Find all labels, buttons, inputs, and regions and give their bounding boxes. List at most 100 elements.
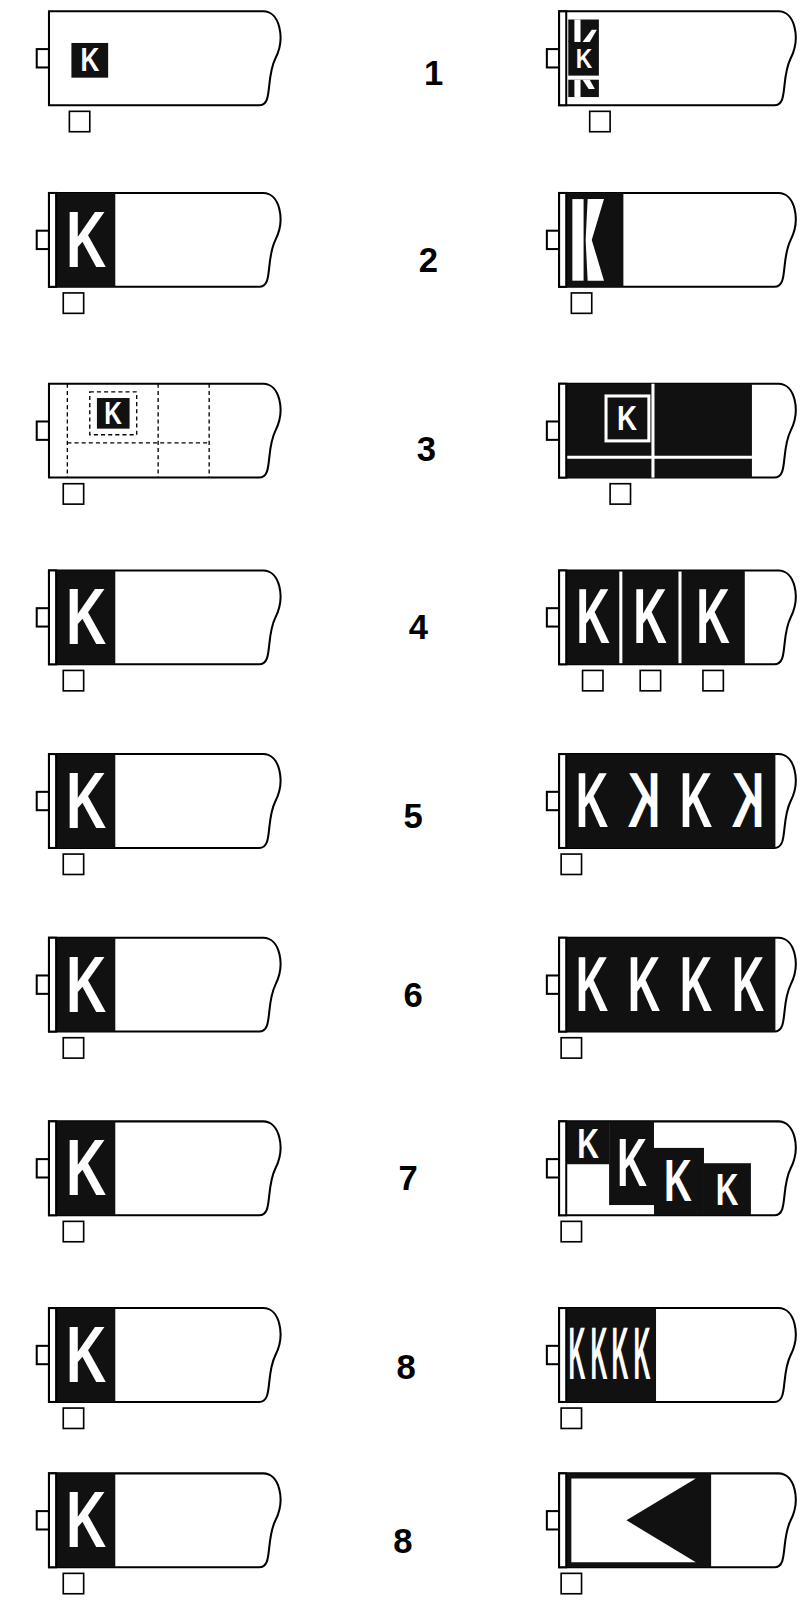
film-canister	[49, 193, 280, 287]
dark-band	[566, 384, 752, 478]
callout-number: 1	[424, 56, 443, 91]
dark-band	[704, 1163, 751, 1215]
letter-fragment	[574, 80, 580, 97]
film-lip	[559, 193, 566, 287]
check-box	[561, 1221, 581, 1241]
film-lip	[49, 570, 56, 664]
film-lip	[49, 754, 56, 848]
film-canister	[49, 1308, 280, 1402]
canister-knob	[37, 1159, 49, 1177]
dark-band	[654, 1148, 704, 1215]
film-canister	[559, 754, 796, 848]
film-letter: K	[66, 761, 106, 841]
film-lip	[49, 1121, 56, 1215]
check-box	[63, 1038, 83, 1058]
check-box	[703, 670, 723, 690]
canister-knob	[37, 231, 49, 249]
callout-number: 5	[404, 799, 423, 834]
film-letter: K	[633, 578, 667, 656]
film-canister	[49, 754, 280, 848]
check-box	[63, 293, 83, 313]
check-box	[63, 1573, 83, 1593]
dark-band	[568, 80, 599, 97]
film-canister	[49, 384, 280, 478]
film-letter: K	[590, 1318, 607, 1391]
white-frame	[606, 396, 649, 441]
check-box	[63, 1408, 83, 1428]
check-box	[561, 1408, 581, 1428]
canister-knob	[547, 1159, 559, 1177]
callout-number: 2	[419, 243, 438, 278]
check-box	[561, 1038, 581, 1058]
canister-knob	[547, 1511, 559, 1529]
film-letter: K	[66, 200, 106, 280]
white-rule	[566, 456, 752, 459]
canister-knob	[547, 975, 559, 993]
film-letter: K	[66, 1315, 106, 1395]
dark-band	[566, 938, 775, 1032]
film-letter: K	[665, 1152, 693, 1211]
check-box	[571, 293, 591, 313]
check-box	[63, 1221, 83, 1241]
film-lip	[49, 193, 56, 287]
dark-band	[97, 398, 130, 429]
dashed-guide	[90, 392, 137, 435]
film-letter: K	[680, 762, 712, 840]
film-lip	[49, 1473, 56, 1567]
dark-band	[568, 41, 599, 76]
film-canister	[559, 570, 796, 664]
film-canister	[559, 938, 796, 1032]
film-canister	[559, 11, 796, 105]
dark-band	[609, 1121, 654, 1205]
dark-band	[566, 193, 623, 287]
letter-fragment	[583, 30, 597, 42]
film-letter: K	[66, 945, 106, 1025]
film-letter: K	[104, 398, 122, 429]
check-box	[561, 854, 581, 874]
film-lip	[559, 11, 566, 105]
film-lip	[559, 938, 566, 1032]
canister-knob	[37, 421, 49, 439]
canister-knob	[37, 975, 49, 993]
canister-knob	[547, 421, 559, 439]
film-canister	[559, 1121, 796, 1215]
film-letter: K	[732, 762, 764, 840]
canister-knob	[37, 608, 49, 626]
callout-number: 8	[393, 1523, 412, 1558]
dark-band	[682, 570, 745, 664]
film-canister	[49, 938, 280, 1032]
film-letter: K	[575, 44, 592, 73]
dark-band	[566, 754, 775, 848]
canister-knob	[37, 1511, 49, 1529]
film-lip	[559, 1308, 566, 1402]
film-letter: K	[628, 762, 660, 840]
check-box	[69, 111, 89, 131]
dark-band	[56, 1473, 115, 1567]
callout-number: 4	[409, 610, 428, 645]
film-lip	[559, 1121, 566, 1215]
letter-fragment	[583, 80, 595, 89]
check-box	[610, 484, 630, 504]
letter-fragment	[572, 199, 583, 281]
film-letter: K	[577, 1121, 599, 1164]
dark-band	[566, 1121, 609, 1164]
dashed-guide	[208, 384, 209, 478]
film-lip	[559, 570, 566, 664]
film-lip	[559, 1473, 566, 1567]
dark-band	[622, 570, 678, 664]
film-letter: K	[66, 577, 106, 657]
dark-band	[71, 43, 108, 78]
canister-knob	[37, 49, 49, 67]
canister-knob	[547, 792, 559, 810]
film-letter: K	[680, 946, 712, 1024]
film-lip	[559, 384, 566, 478]
film-letter: K	[66, 1128, 106, 1208]
canister-knob	[37, 1346, 49, 1364]
callout-number: 6	[404, 977, 423, 1012]
dark-band	[56, 570, 115, 664]
check-box	[63, 854, 83, 874]
film-letter: K	[612, 1318, 629, 1391]
film-letter: K	[716, 1167, 739, 1212]
